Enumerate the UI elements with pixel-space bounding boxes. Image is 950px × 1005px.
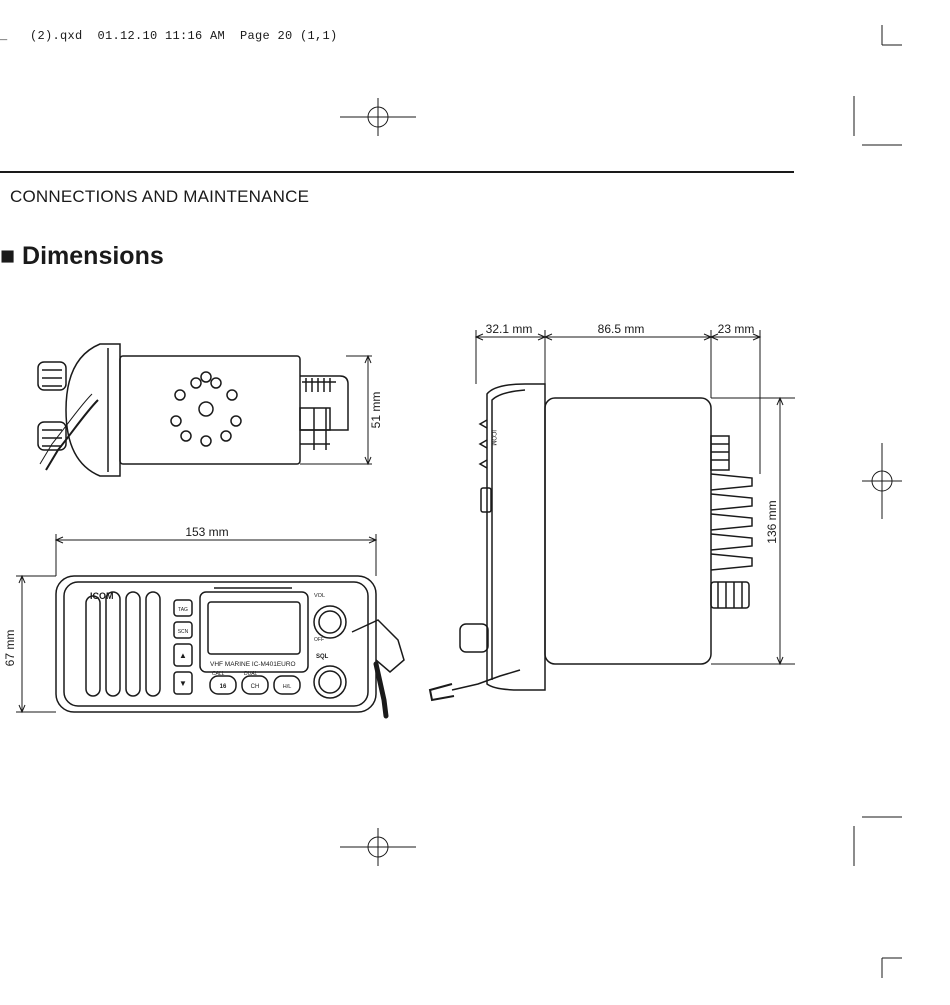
dim-side-height: 136 mm — [765, 500, 779, 543]
front-view-drawing — [16, 534, 405, 719]
dim-top-height: 51 mm — [369, 392, 383, 429]
header-rule — [0, 171, 794, 173]
top-view-drawing — [37, 343, 372, 477]
vol-label: VOL — [314, 593, 325, 599]
dim-side-body-depth: 86.5 mm — [598, 322, 645, 336]
sql-label: SQL — [316, 654, 329, 660]
section-title: CONNECTIONS AND MAINTENANCE — [10, 187, 310, 206]
hl-key-label: H/L — [283, 684, 292, 690]
dim-side-rear-depth: 23 mm — [718, 322, 755, 336]
dim-front-width: 153 mm — [185, 525, 228, 539]
model-label: VHF MARINE IC-M401EURO — [210, 661, 296, 668]
up-key-label: ▲ — [179, 651, 187, 660]
dual-label: DUAL — [244, 671, 258, 677]
registration-mark-top — [340, 98, 416, 136]
registration-mark-bottom — [340, 828, 416, 866]
tag-key-label: TAG — [178, 607, 188, 613]
registration-mark-right — [862, 443, 902, 519]
down-key-label: ▼ — [179, 679, 187, 688]
key-16-label: 16 — [220, 684, 227, 690]
dim-front-height: 67 mm — [3, 630, 17, 667]
call-label: CALL — [212, 671, 225, 677]
page-heading: ■ Dimensions — [0, 242, 164, 270]
brand-logo-side: ICOM — [490, 430, 496, 446]
brand-logo: ICOM — [90, 591, 114, 601]
off-label: OFF — [314, 637, 324, 643]
crop-marks — [853, 25, 902, 978]
ch-key-label: CH — [251, 684, 260, 690]
dim-side-front-depth: 32.1 mm — [486, 322, 533, 336]
side-view-drawing — [428, 330, 795, 702]
scn-key-label: SCN — [178, 629, 189, 635]
print-slug: _ (2).qxd 01.12.10 11:16 AM Page 20 (1,1… — [0, 29, 338, 43]
